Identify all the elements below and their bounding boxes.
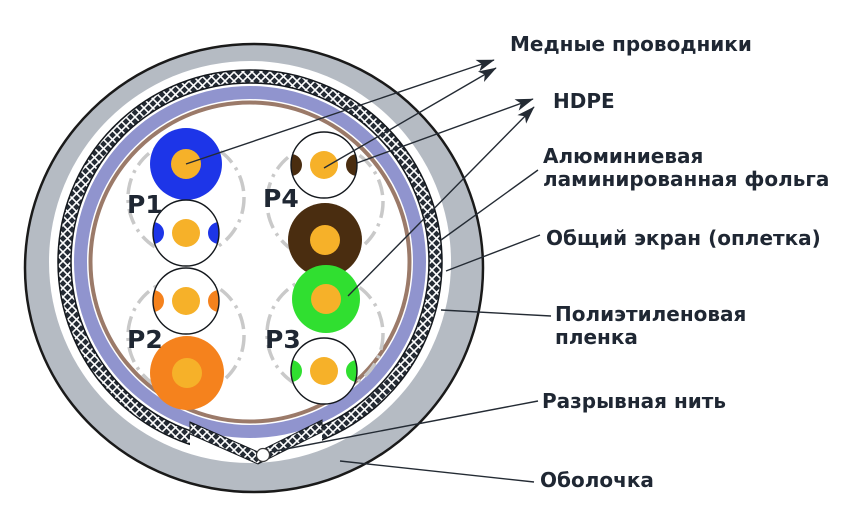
pair4-label: P4 xyxy=(263,184,299,213)
pair3-white-conductor xyxy=(290,337,358,405)
label-copper-conductors: Медные проводники xyxy=(510,32,752,56)
stripe-mark xyxy=(153,290,164,312)
label-jacket: Оболочка xyxy=(540,468,654,492)
cable-cross-section: P1 P4 P2 P3 xyxy=(23,42,485,494)
pair2-white-conductor xyxy=(152,267,220,335)
stripe-mark xyxy=(291,154,302,176)
foil-leader xyxy=(440,169,539,241)
stripe-mark xyxy=(208,290,219,312)
copper-core xyxy=(172,358,202,388)
pair3-green-conductor xyxy=(292,265,360,333)
label-foil-line2: ламинированная фольга xyxy=(543,167,829,191)
copper-core xyxy=(172,219,200,247)
leader-lines xyxy=(185,59,552,483)
pair1-label: P1 xyxy=(127,190,163,219)
copper-core xyxy=(172,287,200,315)
copper-core xyxy=(310,225,340,255)
pair3-label: P3 xyxy=(265,325,301,354)
ripcord-leader xyxy=(269,400,539,453)
hdpe-leader-2 xyxy=(347,106,535,297)
copper-core xyxy=(310,151,338,179)
copper-leader-1 xyxy=(185,59,495,165)
label-hdpe: HDPE xyxy=(553,89,615,113)
pair4-white-conductor xyxy=(290,131,358,199)
pair2-orange-conductor xyxy=(150,336,224,410)
label-ripcord: Разрывная нить xyxy=(542,389,726,413)
hdpe-leader-1 xyxy=(356,98,534,164)
stripe-mark xyxy=(291,360,302,382)
label-film-line1: Полиэтиленовая xyxy=(555,302,746,326)
braid-leader xyxy=(445,234,541,272)
copper-leader-2 xyxy=(323,67,497,169)
pair4-brown-conductor xyxy=(288,203,362,277)
jacket-leader xyxy=(339,460,535,483)
stripe-mark xyxy=(346,360,357,382)
stripe-mark xyxy=(208,222,219,244)
copper-core xyxy=(311,284,341,314)
stripe-mark xyxy=(153,222,164,244)
film-leader xyxy=(440,309,552,317)
pair2-label: P2 xyxy=(127,325,163,354)
stripe-mark xyxy=(346,154,357,176)
label-foil-line1: Алюминиевая xyxy=(543,144,703,168)
label-braid-screen: Общий экран (оплетка) xyxy=(546,226,821,250)
copper-core xyxy=(310,357,338,385)
polyethylene-film-ring xyxy=(88,100,412,424)
ripcord-thread xyxy=(255,447,271,463)
annotation-labels: Медные проводники HDPE Алюминиевая ламин… xyxy=(510,32,829,492)
label-film-line2: пленка xyxy=(555,325,638,349)
pair1-white-conductor xyxy=(152,199,220,267)
